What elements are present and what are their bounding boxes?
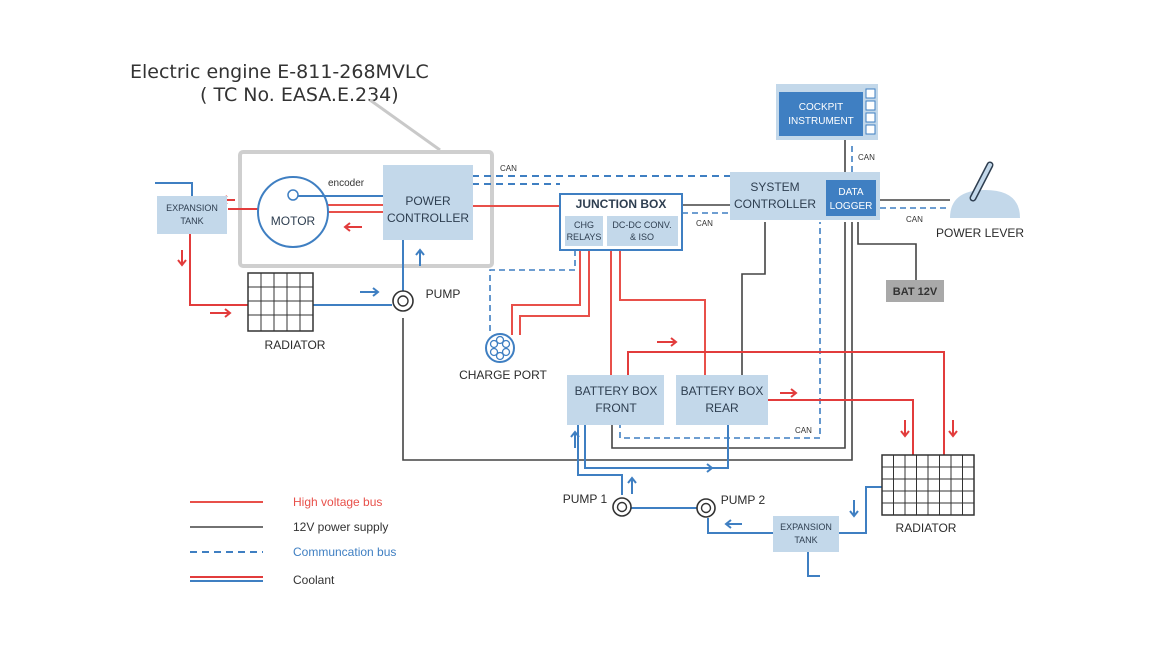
- expansion-tank-top: EXPANSION TANK: [157, 196, 227, 234]
- pump-1: PUMP 1: [563, 492, 632, 517]
- expansion-tank-top-label-line2: TANK: [180, 216, 203, 226]
- battery-12v-label: BAT 12V: [893, 286, 938, 298]
- battery-12v: BAT 12V: [886, 280, 944, 302]
- legend-label-coolant: Coolant: [293, 573, 335, 587]
- power-lever: POWER LEVER: [936, 161, 1024, 240]
- junction-box: JUNCTION BOX CHG RELAYS DC-DC CONV. & IS…: [559, 193, 683, 251]
- encoder-label: encoder: [328, 178, 365, 189]
- power-lever-icon: [950, 190, 1020, 218]
- battery-box-rear-label-line1: BATTERY BOX: [681, 384, 764, 398]
- title-callout-line: [369, 98, 441, 152]
- encoder-icon: [287, 189, 299, 201]
- cockpit-instrument-label-line2: INSTRUMENT: [788, 116, 854, 127]
- battery-box-front: BATTERY BOX FRONT: [567, 375, 664, 425]
- expansion-tank-bottom-label-line2: TANK: [794, 535, 817, 545]
- battery-box-rear: BATTERY BOX REAR: [676, 375, 768, 425]
- system-controller-label-line1: SYSTEM: [750, 180, 799, 194]
- coolant-lines: [155, 182, 945, 577]
- data-logger-label-line1: DATA: [838, 187, 864, 198]
- chg-relays-label-line2: RELAYS: [567, 232, 602, 242]
- battery-box-front-label-line2: FRONT: [595, 401, 637, 415]
- system-controller: SYSTEM CONTROLLER DATA LOGGER: [730, 172, 880, 220]
- can-label: CAN: [500, 164, 517, 173]
- power-lever-label: POWER LEVER: [936, 226, 1024, 240]
- chg-relays-label-line1: CHG: [574, 220, 594, 230]
- legend-label-comm-bus: Communcation bus: [293, 545, 396, 559]
- motor: MOTOR: [257, 176, 329, 248]
- legend-label-high-voltage: High voltage bus: [293, 495, 382, 509]
- motor-label: MOTOR: [271, 214, 316, 228]
- charge-port-icon: [485, 333, 515, 363]
- pump-top-label: PUMP: [426, 287, 461, 301]
- coolant-flow-arrows: [177, 195, 958, 529]
- data-logger-label-line2: LOGGER: [830, 201, 873, 212]
- diagram-title-line1: Electric engine E-811-268MVLC: [130, 61, 429, 83]
- radiator-left-label: RADIATOR: [265, 338, 326, 352]
- battery-box-rear-label-line2: REAR: [705, 401, 739, 415]
- legend-label-12v: 12V power supply: [293, 520, 388, 534]
- expansion-tank-bottom: EXPANSION TANK: [773, 516, 839, 552]
- junction-box-label: JUNCTION BOX: [576, 197, 667, 211]
- power-controller-label-line2: CONTROLLER: [387, 211, 469, 225]
- radiator-right: RADIATOR: [881, 454, 975, 535]
- pump-2-label: PUMP 2: [721, 493, 766, 507]
- battery-box-front-label-line1: BATTERY BOX: [575, 384, 658, 398]
- expansion-tank-top-label-line1: EXPANSION: [166, 203, 218, 213]
- legend: High voltage bus 12V power supply Commun…: [190, 495, 396, 587]
- cockpit-instrument: COCKPIT INSTRUMENT: [776, 84, 878, 140]
- communication-bus-lines: [472, 146, 950, 439]
- pump-1-label: PUMP 1: [563, 492, 608, 506]
- expansion-tank-bottom-label-line1: EXPANSION: [780, 522, 832, 532]
- power-controller: POWER CONTROLLER: [383, 165, 473, 240]
- system-controller-label-line2: CONTROLLER: [734, 197, 816, 211]
- cockpit-instrument-label-line1: COCKPIT: [799, 102, 843, 113]
- can-label: CAN: [858, 153, 875, 162]
- power-controller-label-line1: POWER: [405, 194, 451, 208]
- charge-port-label: CHARGE PORT: [459, 368, 547, 382]
- pump-top: PUMP: [392, 287, 461, 312]
- power-12v-lines: [402, 140, 950, 461]
- can-label: CAN: [795, 426, 812, 435]
- pump-2: PUMP 2: [696, 493, 766, 518]
- radiator-right-label: RADIATOR: [896, 521, 957, 535]
- charge-port: CHARGE PORT: [459, 333, 548, 382]
- radiator-left: RADIATOR: [247, 272, 326, 352]
- dcdc-label-line2: & ISO: [630, 232, 654, 242]
- can-label: CAN: [906, 215, 923, 224]
- diagram-title-line2: ( TC No. EASA.E.234): [200, 84, 399, 106]
- dcdc-label-line1: DC-DC CONV.: [612, 220, 671, 230]
- can-label: CAN: [696, 219, 713, 228]
